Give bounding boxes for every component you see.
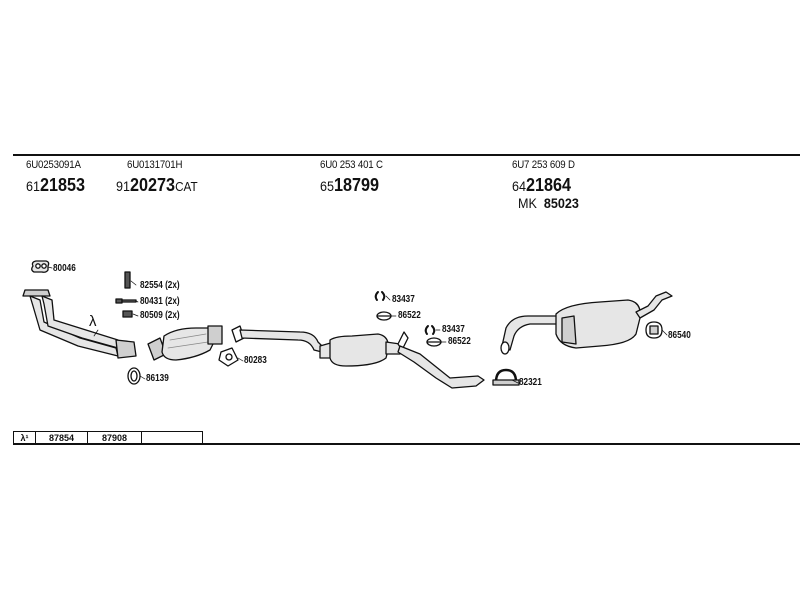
article-main-4: 21864	[526, 175, 572, 195]
label-83437-b: 83437	[442, 324, 465, 335]
label-80509: 80509 (2x)	[140, 310, 180, 321]
article-number-3: 6518799	[320, 176, 379, 194]
legend-lambda-cell: λ¹	[14, 432, 36, 443]
clamp-82321-icon	[492, 368, 520, 386]
label-86139: 86139	[146, 373, 169, 384]
lambda-legend-table: λ¹ 87854 87908	[13, 431, 203, 444]
label-83437-a: 83437	[392, 294, 415, 305]
label-86522-a: 86522	[398, 310, 421, 321]
rear-pipe-icon	[397, 331, 485, 389]
catalytic-converter-icon	[147, 325, 223, 361]
article-prefix-3: 65	[320, 178, 335, 194]
clamp-86522b-icon	[426, 337, 442, 347]
screw-80431-icon	[115, 298, 137, 304]
header-code-3: 6U0 253 401 C	[320, 159, 383, 171]
legend-code-cell-1: 87854	[36, 432, 88, 443]
front-pipe-icon	[22, 289, 137, 359]
bottom-rule	[13, 443, 800, 445]
article-main-2: 20273	[130, 175, 176, 195]
lambda-sensor-symbol: λ	[89, 313, 97, 330]
label-86522-b: 86522	[448, 336, 471, 347]
article-prefix-2: 91	[116, 178, 131, 194]
legend-code-cell-3	[142, 432, 202, 443]
clamp-86522-icon	[376, 311, 392, 321]
article-suffix-2: CAT	[175, 179, 198, 194]
header-code-4: 6U7 253 609 D	[512, 159, 575, 171]
label-80283: 80283	[244, 355, 267, 366]
article-main-3: 18799	[334, 175, 380, 195]
article-number-1: 6121853	[26, 176, 85, 194]
intermediate-pipe-icon	[231, 325, 323, 353]
bolt-82554-icon	[124, 271, 131, 289]
mounting-kit-number: MK 85023	[518, 196, 579, 210]
label-82321: 82321	[519, 377, 542, 388]
clamp-83437b-icon	[424, 325, 436, 335]
label-82554: 82554 (2x)	[140, 280, 180, 291]
gasket-80046-icon	[31, 260, 50, 273]
label-80431: 80431 (2x)	[140, 296, 180, 307]
mounting-kit-prefix: MK	[518, 195, 537, 211]
rear-silencer-icon	[500, 291, 673, 355]
clamp-83437-icon	[374, 291, 386, 301]
header-code-1: 6U0253091A	[26, 159, 81, 171]
label-86540: 86540	[668, 330, 691, 341]
top-rule	[13, 154, 800, 156]
nut-80509-icon	[122, 310, 133, 318]
label-80046: 80046	[53, 263, 76, 274]
mounting-kit-main: 85023	[543, 195, 579, 211]
ring-86139-icon	[127, 367, 141, 385]
article-prefix-4: 64	[512, 178, 527, 194]
legend-code-cell-2: 87908	[88, 432, 142, 443]
article-number-4: 6421864	[512, 176, 571, 194]
header-code-2: 6U0131701H	[127, 159, 183, 171]
center-silencer-icon	[319, 333, 401, 367]
article-prefix-1: 61	[26, 178, 41, 194]
article-number-2: 9120273CAT	[116, 176, 198, 194]
article-main-1: 21853	[40, 175, 86, 195]
rubber-hanger-86540-icon	[645, 321, 663, 339]
gasket-80283-icon	[218, 347, 239, 367]
